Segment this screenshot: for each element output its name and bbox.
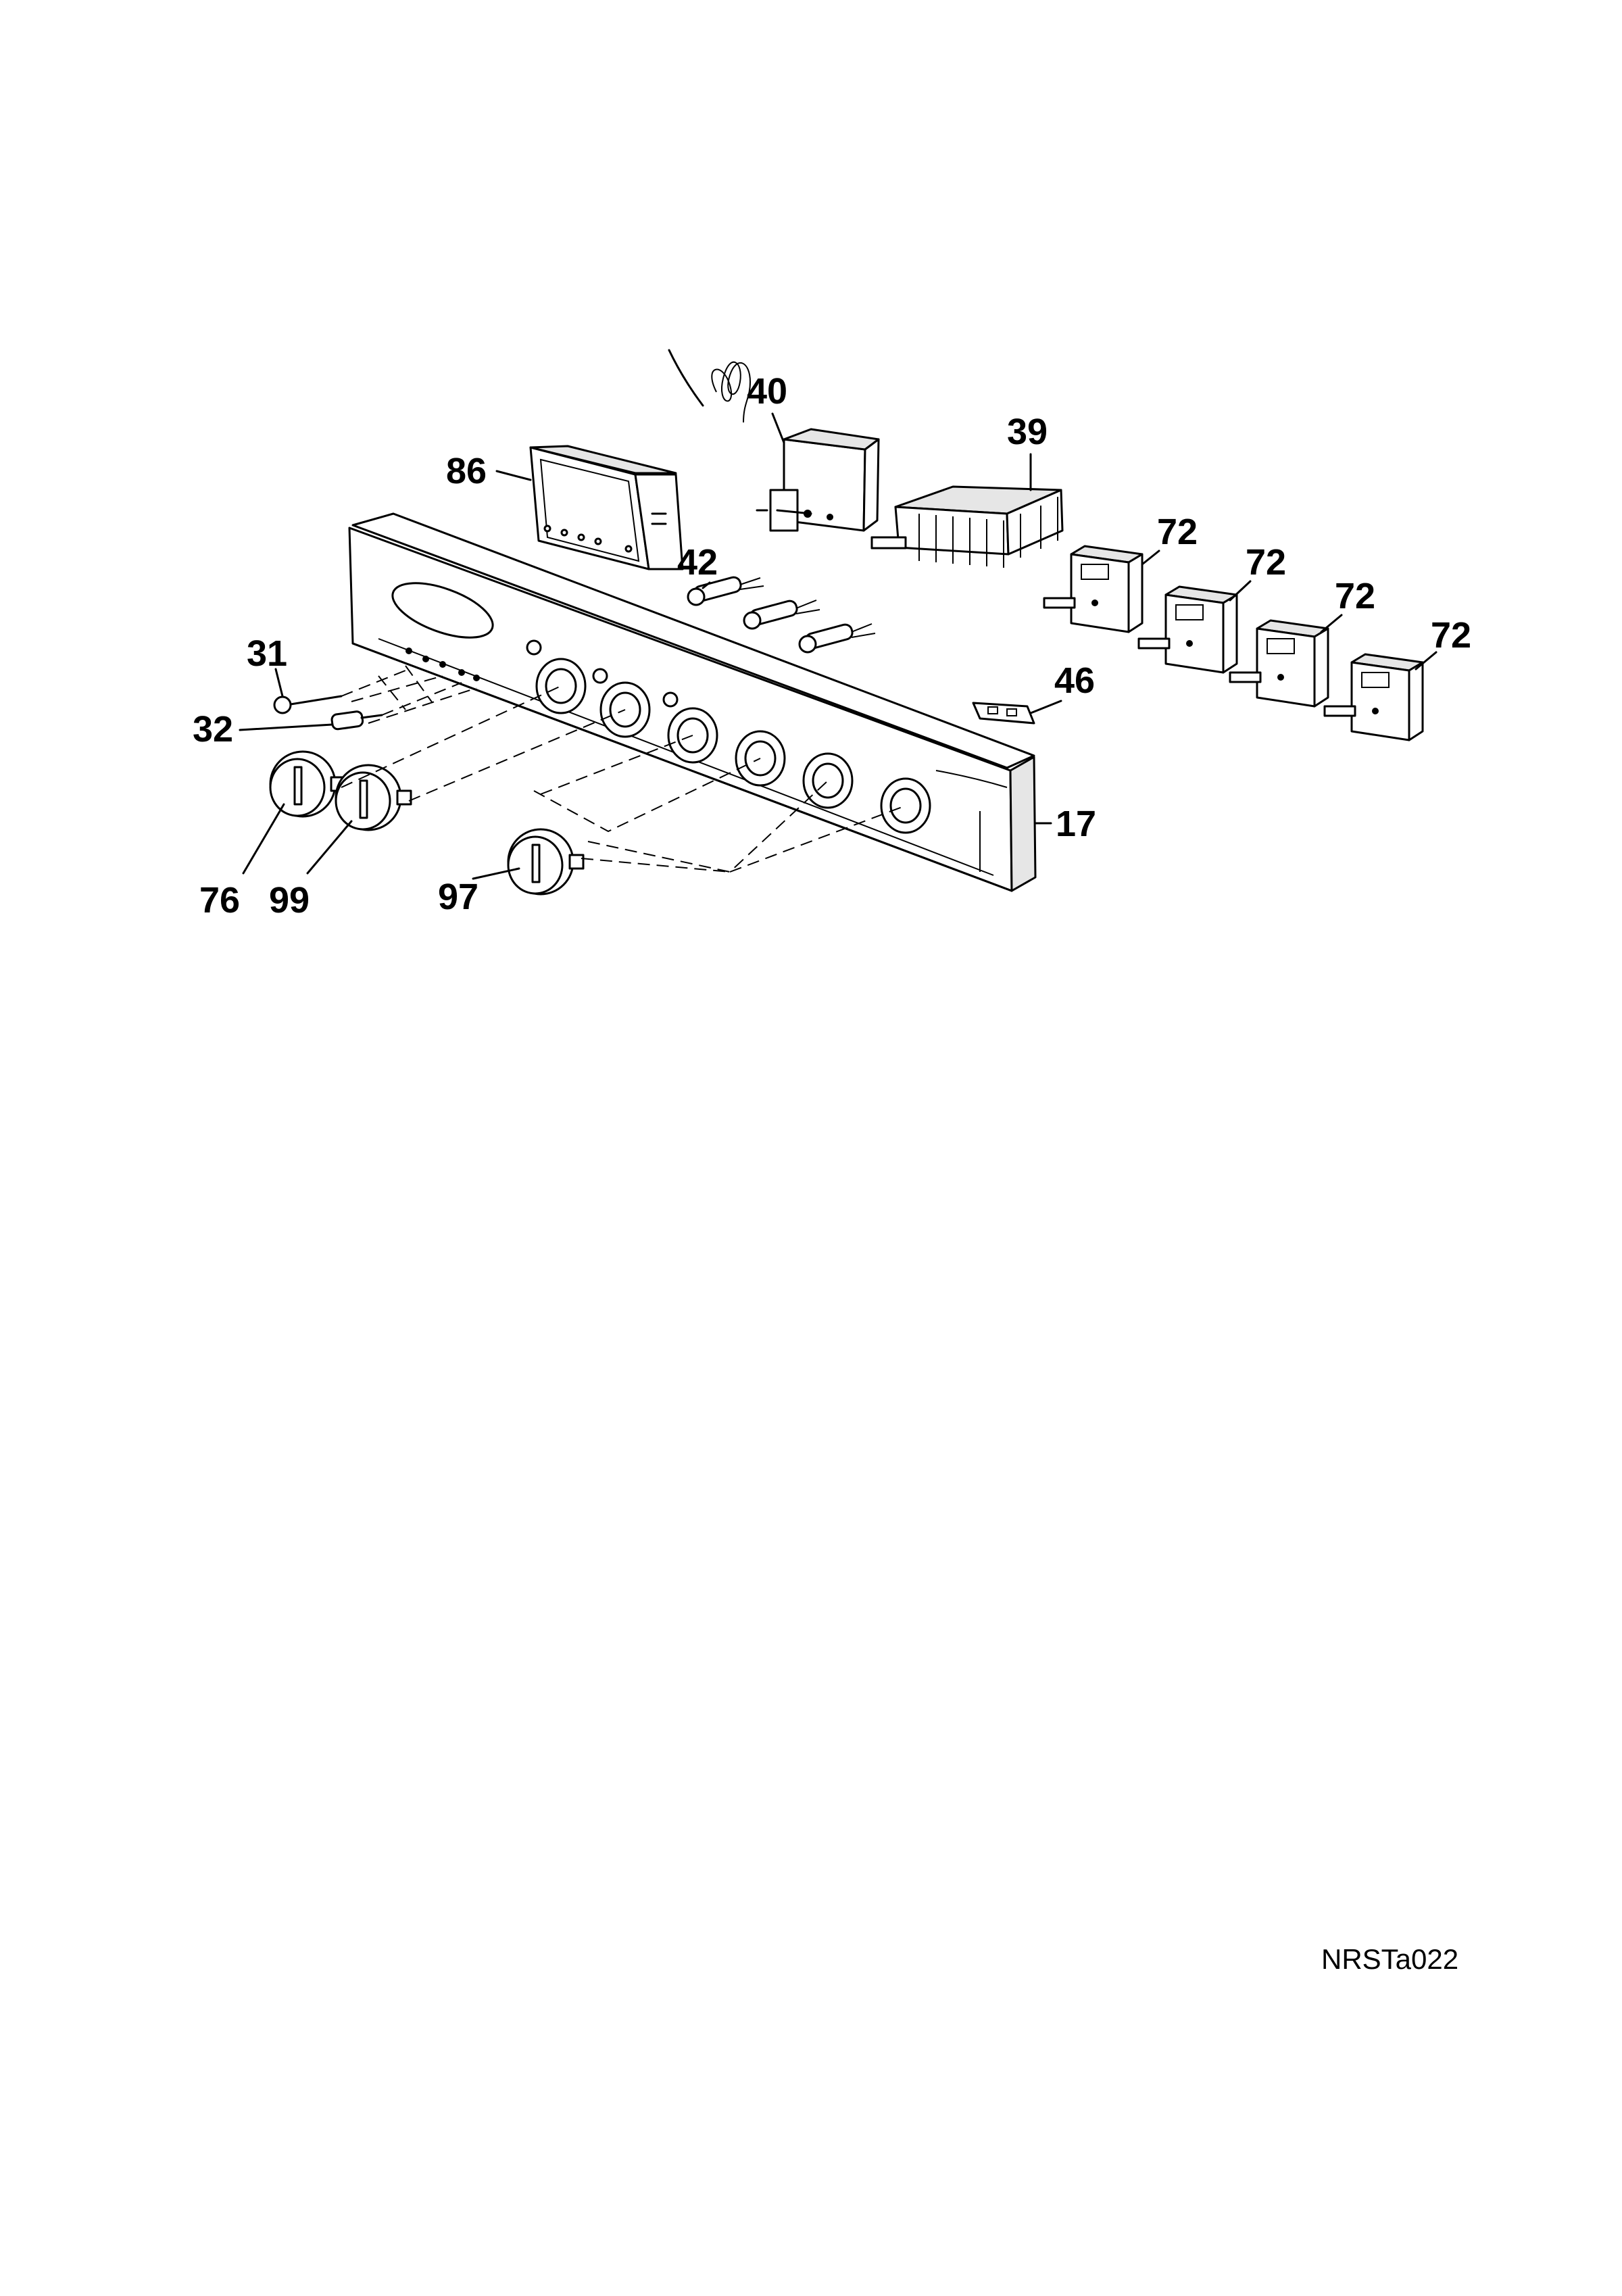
indicator-lamps-42	[687, 576, 876, 654]
knob-76	[269, 750, 346, 818]
label-42: 42	[677, 542, 718, 583]
diagram-reference-code: NRSTa022	[1321, 1943, 1458, 1975]
label-97: 97	[438, 877, 478, 917]
assembly-lines	[341, 665, 906, 873]
timer-display-86	[529, 445, 684, 570]
leader-lines	[239, 412, 1437, 880]
knob-hole-6	[880, 777, 931, 834]
knob-hole-1	[535, 658, 587, 714]
label-99: 99	[269, 880, 310, 921]
label-39: 39	[1007, 412, 1048, 452]
selector-switch-39	[870, 485, 1064, 568]
knob-hole-5	[802, 752, 854, 809]
energy-regulator-72-a	[1043, 545, 1144, 633]
label-86: 86	[446, 451, 487, 491]
energy-regulator-72-c	[1229, 619, 1329, 708]
button-rod-32	[330, 710, 383, 731]
label-40: 40	[747, 371, 787, 412]
bracket-46	[972, 702, 1035, 725]
thermostat-40	[668, 349, 880, 532]
knob-99	[335, 764, 412, 831]
label-76: 76	[199, 880, 240, 921]
control-panel-17	[348, 512, 1037, 892]
energy-regulator-72-d	[1323, 653, 1424, 741]
label-72-d: 72	[1431, 615, 1471, 656]
label-72-a: 72	[1157, 512, 1198, 552]
label-31: 31	[247, 633, 287, 674]
label-72-b: 72	[1246, 542, 1286, 583]
knob-97	[507, 828, 585, 896]
label-46: 46	[1054, 660, 1095, 701]
button-rod-31	[273, 695, 343, 714]
label-32: 32	[193, 709, 233, 750]
label-17: 17	[1056, 804, 1096, 844]
label-72-c: 72	[1335, 576, 1375, 616]
energy-regulator-72-b	[1137, 585, 1238, 674]
